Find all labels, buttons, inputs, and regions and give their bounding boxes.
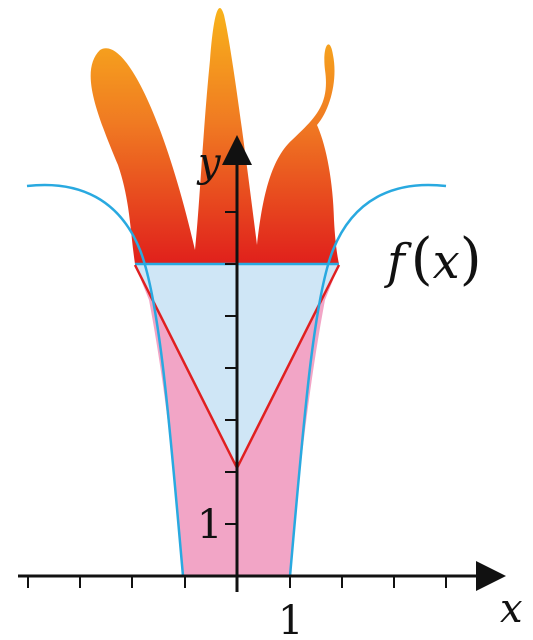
x-axis-ticks	[27, 576, 447, 588]
y-axis-ticks	[225, 211, 237, 525]
x-axis-label: x	[500, 586, 523, 632]
curve-f	[26, 183, 185, 577]
x-tick-label: 1	[278, 598, 303, 640]
function-label-close: )	[460, 227, 482, 292]
function-label: f(x)	[384, 227, 482, 292]
function-label-var: x	[433, 234, 460, 290]
y-axis-label: y	[196, 140, 222, 186]
function-label-open: (	[411, 227, 433, 292]
curve-f-right	[288, 183, 447, 577]
flame-shape	[90, 7, 339, 264]
y-tick-label: 1	[197, 502, 222, 548]
function-label-f: f	[384, 234, 412, 290]
pink-region	[135, 265, 339, 576]
